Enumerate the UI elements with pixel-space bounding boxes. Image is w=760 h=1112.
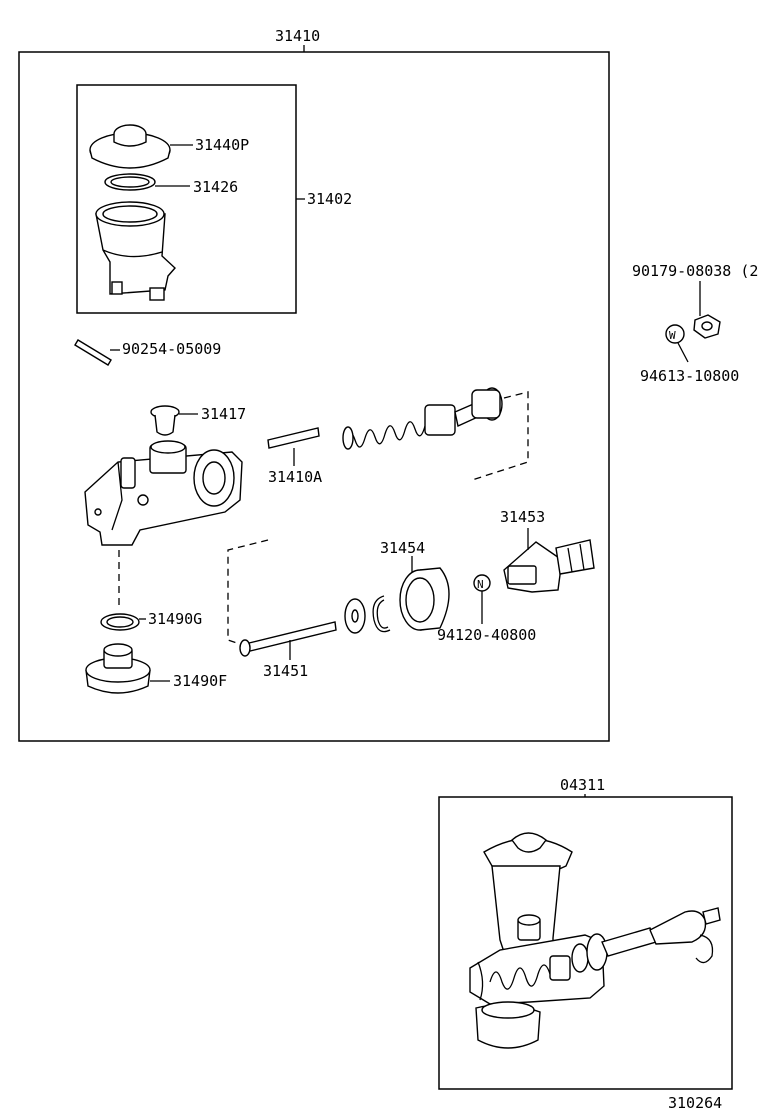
snap-ring-drawing: [372, 595, 391, 633]
hex-nut-drawing: [693, 314, 721, 339]
part-label-31490G: 31490G: [148, 610, 202, 628]
lower-gasket-drawing: [100, 613, 140, 631]
push-rod-drawing: [239, 621, 337, 657]
boot-drawing: [399, 567, 450, 631]
washer-symbol-drawing: W: [665, 324, 685, 344]
reservoir-cap-drawing: [89, 124, 171, 169]
clevis-drawing: [503, 539, 595, 593]
kit-number-label: 04311: [560, 776, 605, 794]
part-label-90254-05009: 90254-05009: [122, 340, 221, 358]
kit-frame: [438, 796, 733, 1090]
part-label-31453: 31453: [500, 508, 545, 526]
figure-number: 310264: [668, 1094, 722, 1112]
washer-symbol-text: W: [669, 329, 676, 342]
reservoir-body-drawing: [95, 201, 176, 301]
leader-94613: [677, 342, 689, 363]
kit-assembly-drawing: [469, 832, 721, 1049]
grommet-drawing: [150, 405, 180, 436]
part-label-90179-08038: 90179-08038 (2): [632, 262, 760, 280]
part-label-31490F: 31490F: [173, 672, 227, 690]
pin-drawing: [74, 339, 112, 366]
part-label-94613-10800: 94613-10800: [640, 367, 739, 385]
part-label-31440P: 31440P: [195, 136, 249, 154]
washer-drawing: [344, 598, 366, 634]
part-label-31454: 31454: [380, 539, 425, 557]
part-label-31410A: 31410A: [268, 468, 322, 486]
master-cylinder-body-drawing: [84, 440, 243, 546]
nut-drawing: N: [473, 574, 491, 592]
spring-piston-drawing: [342, 387, 503, 450]
stud-drawing: [267, 427, 320, 449]
nut-symbol-text: N: [477, 578, 484, 591]
part-label-31451: 31451: [263, 662, 308, 680]
part-label-31417: 31417: [201, 405, 246, 423]
assembly-number-label: 31410: [275, 27, 320, 45]
reservoir-gasket-drawing: [104, 173, 156, 191]
dashed-guide-bolt: [227, 539, 269, 645]
part-label-31402: 31402: [307, 190, 352, 208]
plug-drawing: [85, 643, 151, 694]
part-label-31426: 31426: [193, 178, 238, 196]
part-label-94120-40800: 94120-40800: [437, 626, 536, 644]
dashed-guide-upper: [471, 391, 529, 481]
main-assembly-frame: [18, 51, 610, 742]
